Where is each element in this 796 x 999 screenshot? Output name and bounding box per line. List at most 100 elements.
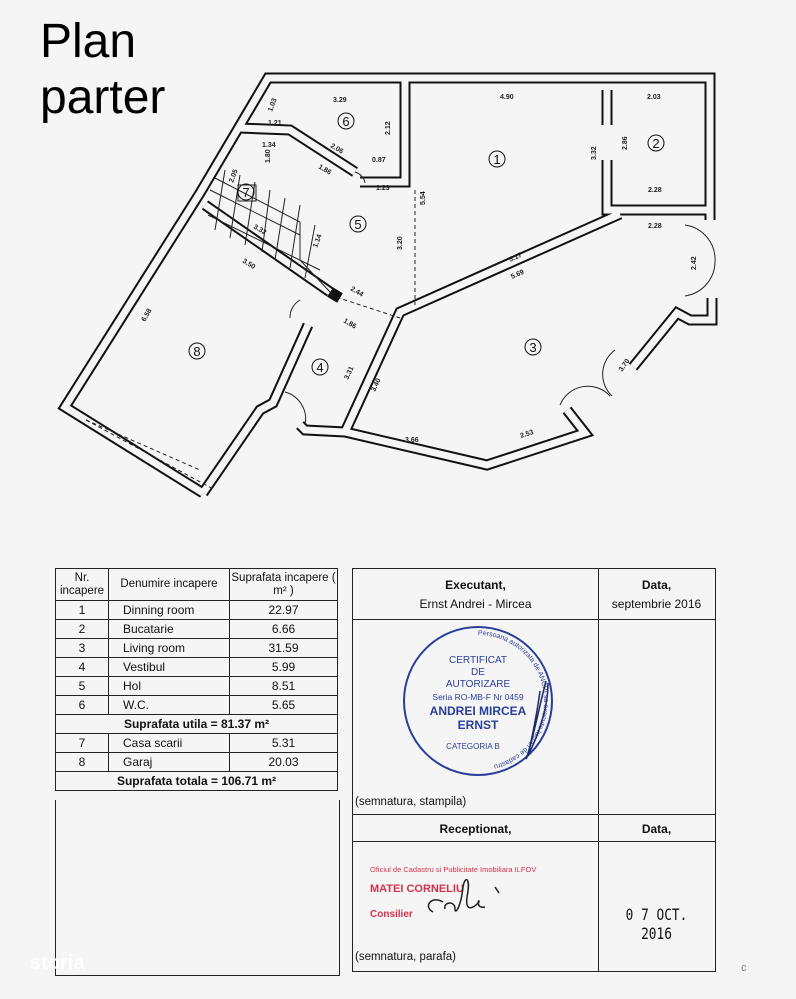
svg-text:Seria RO-MB-F Nr 0459: Seria RO-MB-F Nr 0459 [432, 692, 523, 702]
svg-text:2.53: 2.53 [519, 429, 534, 440]
certification-stamp: Persoana autorizata de ANCPI sa execute … [403, 626, 553, 776]
room-7-label: 7 [237, 183, 255, 201]
cell-name: Hol [108, 676, 230, 696]
cell-name: Vestibul [108, 657, 230, 677]
svg-text:3.32: 3.32 [591, 146, 598, 160]
svg-text:5.54: 5.54 [420, 191, 427, 205]
received-label: Receptionat, [439, 822, 512, 836]
svg-text:5.17: 5.17 [508, 252, 523, 264]
office-stamp-line: Oficiul de Cadastru si Publicitate Imobi… [370, 865, 537, 874]
svg-text:2.44: 2.44 [349, 286, 364, 299]
dashed-lines [85, 190, 416, 491]
cell-area: 6.66 [229, 619, 338, 639]
svg-text:2.03: 2.03 [647, 94, 661, 101]
svg-text:2.28: 2.28 [648, 223, 662, 230]
svg-text:5.69: 5.69 [510, 269, 525, 281]
room-8-label: 8 [188, 342, 206, 360]
cell-area: 5.65 [229, 695, 338, 715]
svg-text:8: 8 [193, 344, 200, 359]
svg-text:7: 7 [242, 185, 249, 200]
cell-nr: 2 [55, 619, 109, 639]
watermark-logo: storia [30, 952, 85, 974]
svg-text:2.42: 2.42 [691, 256, 698, 270]
signature-icon [525, 680, 549, 760]
header-nr: Nr. incapere [55, 568, 109, 601]
svg-text:4: 4 [316, 360, 323, 375]
date-value: septembrie 2016 [611, 597, 702, 611]
svg-text:3.20: 3.20 [397, 236, 404, 250]
title-line-2: parter [40, 71, 166, 124]
doors [284, 171, 716, 426]
cell-name: Bucatarie [108, 619, 230, 639]
svg-text:ERNST: ERNST [458, 718, 499, 732]
svg-text:1.23: 1.23 [376, 185, 390, 192]
stairs [207, 169, 331, 293]
cell-area: 5.31 [229, 733, 338, 753]
grand-total: Suprafata totala = 106.71 m² [55, 771, 338, 791]
header-name: Denumire incapere [108, 568, 230, 601]
useful-total-row: Suprafata utila = 81.37 m² [55, 714, 338, 734]
floor-plan-drawing: 1 2 3 4 5 6 7 8 3.29 1.03 1.21 2.12 2.06… [57, 72, 718, 498]
room-numbers: 1 2 3 4 5 6 7 8 [188, 112, 665, 376]
svg-text:2.86: 2.86 [622, 136, 629, 150]
divider [353, 814, 715, 815]
room-2-label: 2 [647, 134, 665, 152]
grand-total-row: Suprafata totala = 106.71 m² [55, 771, 338, 791]
cell-nr: 8 [55, 752, 109, 772]
page-title: Plan parter [40, 14, 165, 126]
receiver-name: MATEI CORNELIU [370, 883, 464, 895]
svg-text:1.80: 1.80 [265, 149, 272, 163]
parafa-caption: (semnatura, parafa) [355, 951, 456, 963]
approval-table: Executant, Ernst Andrei - Mircea Data, s… [352, 568, 716, 972]
table-header: Nr. incapere Denumire incapere Suprafata… [55, 568, 338, 601]
cell-nr: 5 [55, 676, 109, 696]
executant-label: Executant, [445, 578, 506, 592]
svg-text:6: 6 [342, 114, 349, 129]
cell-area: 8.51 [229, 676, 338, 696]
title-line-1: Plan [40, 15, 137, 68]
svg-text:CERTIFICAT: CERTIFICAT [449, 655, 507, 666]
cell-nr: 6 [55, 695, 109, 715]
room-6-label: 6 [337, 112, 355, 130]
received-date: 0 7 OCT. 2016 [625, 905, 688, 943]
stamp-caption: (semnatura, stampila) [355, 796, 467, 808]
room-4-label: 4 [311, 358, 329, 376]
svg-text:1.34: 1.34 [262, 142, 276, 149]
cell-name: Garaj [108, 752, 230, 772]
svg-text:3.70: 3.70 [618, 358, 632, 373]
svg-text:1.86: 1.86 [317, 164, 332, 177]
cell-nr: 3 [55, 638, 109, 658]
divider [353, 841, 715, 842]
received-date-label: Data, [641, 822, 672, 836]
cell-area: 20.03 [229, 752, 338, 772]
svg-text:3: 3 [529, 340, 536, 355]
corner-mark: c [741, 962, 747, 974]
cell-area: 22.97 [229, 600, 338, 620]
svg-text:3.29: 3.29 [333, 97, 347, 104]
cell-nr: 4 [55, 657, 109, 677]
svg-text:CATEGORIA B: CATEGORIA B [446, 742, 500, 751]
table-empty-area [55, 800, 340, 976]
cell-area: 31.59 [229, 638, 338, 658]
svg-text:1.21: 1.21 [268, 120, 282, 127]
svg-text:1: 1 [493, 152, 500, 167]
svg-text:2.28: 2.28 [648, 187, 662, 194]
receiver-role: Consilier [370, 909, 413, 920]
receiver-signature-icon [427, 878, 500, 913]
svg-text:1.14: 1.14 [312, 233, 323, 248]
cell-name: Living room [108, 638, 230, 658]
svg-text:0.87: 0.87 [372, 157, 386, 164]
svg-text:6.58: 6.58 [141, 308, 154, 323]
svg-text:1.86: 1.86 [342, 318, 357, 331]
svg-text:ANDREI MIRCEA: ANDREI MIRCEA [430, 704, 527, 718]
svg-text:3.31: 3.31 [343, 365, 355, 380]
cell-name: W.C. [108, 695, 230, 715]
cell-nr: 1 [55, 600, 109, 620]
